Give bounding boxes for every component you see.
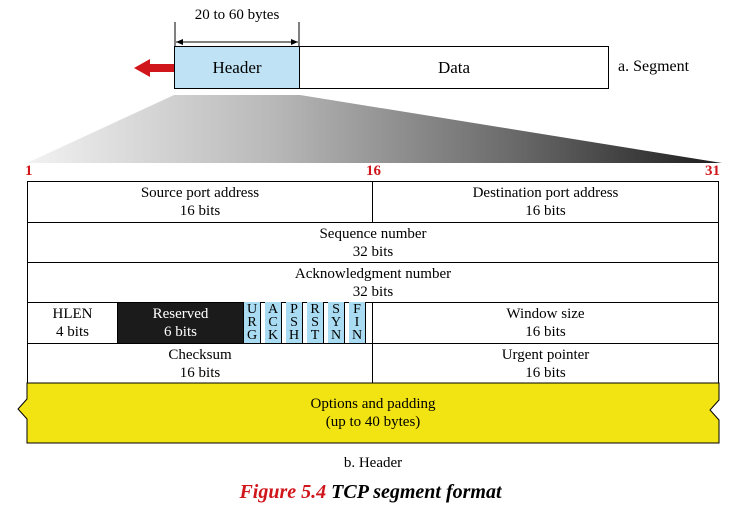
figure-caption: Figure 5.4 TCP segment format [0,481,741,504]
flag-letter: I [354,315,360,330]
figure-number: Figure 5.4 [239,481,327,503]
source-port-name: Source port address [140,185,260,201]
sequence-number-size: 32 bits [352,243,394,260]
bit-position-start: 1 [25,163,33,179]
segment-header-label: Header [212,57,262,77]
bit-position-middle: 16 [366,163,381,179]
flag-letter: F [353,302,361,317]
flag-fin: F I N [349,302,366,343]
flag-letter: C [268,315,278,330]
checksum-field: Checksum 16 bits [27,343,373,384]
left-arrow-icon [134,59,176,77]
figure-title: TCP segment format [331,481,502,503]
window-size-size: 16 bits [525,324,566,340]
acknowledgment-number-name: Acknowledgment number [294,265,452,282]
flag-letter: U [246,302,258,317]
reserved-name: Reserved [152,306,209,322]
source-port-size: 16 bits [179,203,221,219]
flag-letter: T [310,328,320,343]
urgent-pointer-field: Urgent pointer 16 bits [372,343,719,384]
urgent-pointer-name: Urgent pointer [501,346,590,363]
reserved-field: Reserved 6 bits [117,302,244,344]
header-caption: b. Header [343,455,403,471]
flag-letter: R [310,302,320,317]
window-size-field: Window size 16 bits [372,302,719,344]
reserved-size: 6 bits [164,324,197,340]
checksum-name: Checksum [168,346,232,363]
flag-letter: R [247,315,257,330]
dest-port-name: Destination port address [472,185,619,201]
options-padding-size: (up to 40 bytes) [325,414,421,430]
flag-letter: S [290,315,298,330]
segment-data-box: Data [299,46,609,89]
flag-letter: S [332,302,340,317]
sequence-number-name: Sequence number [319,225,427,242]
segment-dimension-arrow [174,22,300,46]
segment-data-label: Data [437,57,471,77]
flag-letter: A [267,302,279,317]
hlen-name: HLEN [52,306,93,322]
flag-letter: Y [330,315,342,330]
urgent-pointer-size: 16 bits [525,364,566,381]
flag-letter: S [311,315,319,330]
flag-letter: N [330,328,342,343]
flag-rst: R S T [307,302,324,343]
flag-syn: S Y N [328,302,345,343]
window-size-name: Window size [506,306,585,322]
flag-psh: P S H [286,302,303,343]
hlen-size: 4 bits [56,324,89,340]
segment-header-box: Header [174,46,300,89]
bit-position-end: 31 [705,163,720,179]
options-padding-field: Options and padding (up to 40 bytes) [27,383,719,443]
segment-caption: a. Segment [618,58,690,75]
flag-letter: G [246,328,258,343]
flag-letter: H [288,328,300,343]
flag-letter: N [351,328,363,343]
dest-port-size: 16 bits [525,203,566,219]
flag-ack: A C K [265,302,282,343]
segment-size-label: 20 to 60 bytes [194,7,280,23]
acknowledgment-number-size: 32 bits [352,283,394,300]
checksum-size: 16 bits [179,364,221,381]
flag-urg: U R G [244,302,261,343]
options-padding-name: Options and padding [310,396,436,412]
dest-port-field: Destination port address 16 bits [372,181,719,223]
flag-letter: K [267,328,279,343]
flag-letter: P [290,302,298,317]
